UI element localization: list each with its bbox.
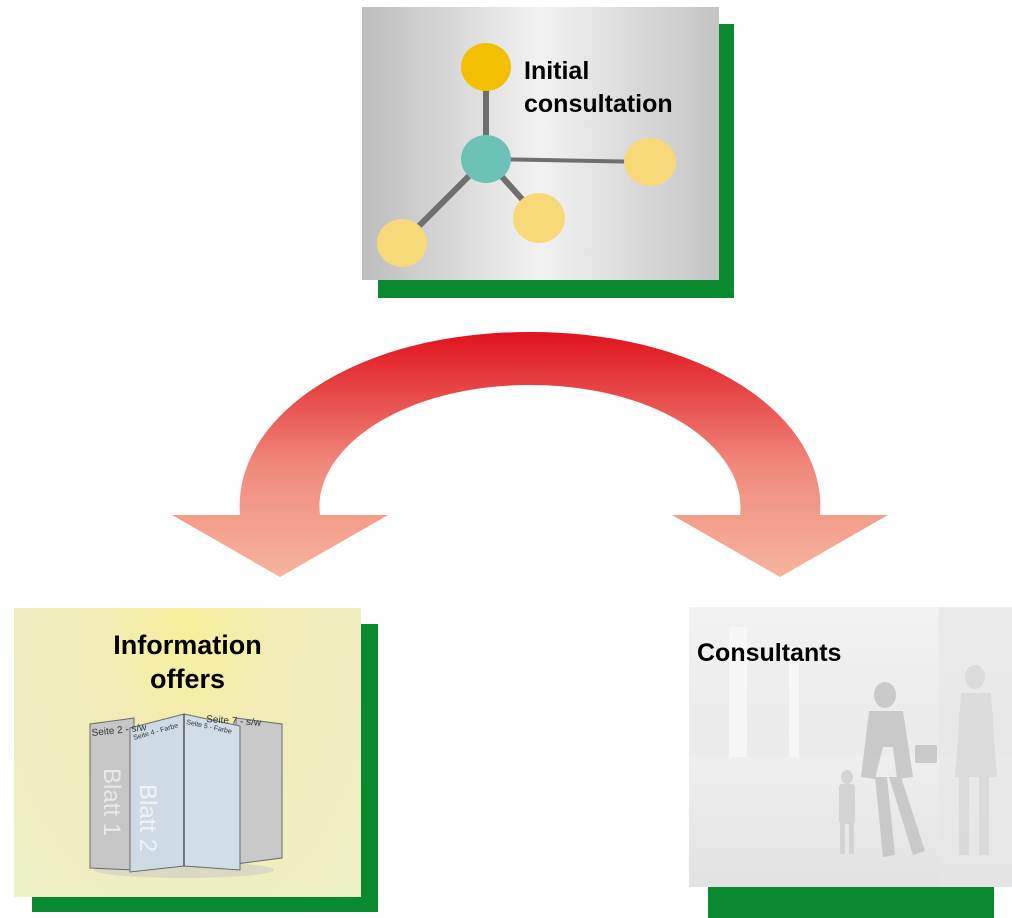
initial-consultation-label: Initial consultation (524, 55, 714, 121)
label-line: offers (149, 664, 225, 694)
label-line: Initial (524, 57, 590, 85)
brochure-sheet-label: Blatt 1 (98, 768, 125, 836)
information-offers-card: Seite 2 - s/w Seite 4 - Farbe Seite 5 - … (14, 608, 361, 897)
business-people-photo (689, 607, 1012, 887)
brochure-icon: Seite 2 - s/w Seite 4 - Farbe Seite 5 - … (89, 713, 283, 878)
network-graph-icon (377, 43, 676, 267)
brochure-page-label: Seite 7 - s/w (206, 714, 262, 729)
information-offers-label: Information offers (14, 628, 361, 696)
consultants-card: Consultants (689, 607, 1012, 887)
label-line: consultation (524, 90, 673, 118)
arrow-body (172, 332, 888, 577)
initial-consultation-card: Initial consultation (362, 7, 719, 280)
consultants-label: Consultants (697, 639, 842, 667)
brochure-sheet-label: Blatt 2 (134, 784, 161, 852)
label-line: Information (113, 630, 262, 660)
